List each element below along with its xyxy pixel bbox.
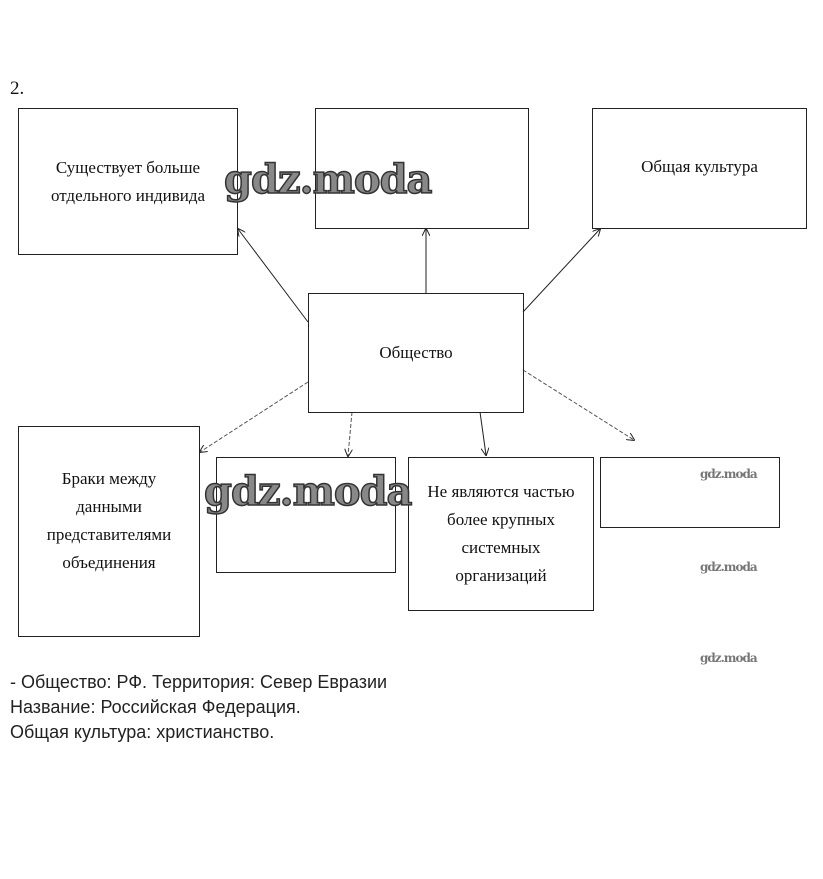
- arrow-top-right: [522, 229, 600, 313]
- note-line: - Общество: РФ. Территория: Север Еврази…: [10, 672, 388, 692]
- box-text: Общая культура: [641, 157, 758, 176]
- watermark: gdz.moda: [700, 651, 758, 665]
- box-text: Существует больше отдельного индивида: [50, 157, 206, 205]
- note-line: Общая культура: христианство.: [10, 722, 275, 742]
- watermark: gdz.moda: [700, 560, 758, 574]
- box-bottom-3: Не являются частью более крупных системн…: [408, 457, 594, 611]
- task-number: 2.: [10, 78, 25, 99]
- box-bottom-1: Браки между данными представителями объе…: [18, 426, 200, 637]
- box-bottom-2: [216, 457, 396, 573]
- note-line: Название: Российская Федерация.: [10, 697, 301, 717]
- arrow-bottom-2: [348, 411, 352, 456]
- arrow-bottom-4: [522, 369, 634, 440]
- notes: - Общество: РФ. Территория: Север Еврази…: [10, 670, 387, 745]
- arrow-bottom-3: [479, 411, 486, 455]
- box-text: Браки между данными представителями объе…: [46, 469, 172, 572]
- watermark: gdz.moda: [700, 467, 758, 481]
- box-top-left: Существует больше отдельного индивида: [18, 108, 238, 255]
- arrow-top-left: [238, 229, 309, 323]
- box-top-center: [315, 108, 529, 229]
- box-top-right: Общая культура: [592, 108, 807, 229]
- center-label: Общество: [379, 343, 453, 362]
- arrow-bottom-1: [200, 381, 309, 452]
- box-center-society: Общество: [308, 293, 524, 413]
- watermark: gdz.moda: [223, 155, 433, 204]
- watermark: gdz.moda: [203, 467, 413, 516]
- box-text: Не являются частью более крупных системн…: [427, 482, 575, 585]
- box-bottom-4: [600, 457, 780, 528]
